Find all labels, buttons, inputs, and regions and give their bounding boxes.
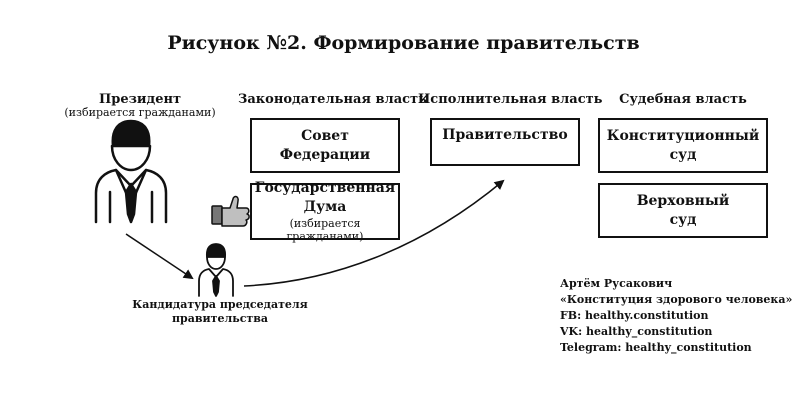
arrow-president-to-candidate (125, 233, 194, 280)
credit-line: VK: healthy_constitution (560, 325, 713, 338)
federation-council-box: Совет Федерации (250, 118, 400, 173)
constitutional-court-line2: суд (669, 146, 697, 163)
president-label: Президент (98, 92, 182, 107)
supreme-court-line1: Верховный (636, 192, 730, 209)
candidate-label-line1: Кандидатура председателя (132, 298, 308, 311)
candidate-person-icon (198, 243, 234, 297)
government-label: Правительство (442, 127, 568, 143)
government-box: Правительство (430, 118, 580, 166)
judicial-heading: Судебная власть (619, 92, 747, 107)
executive-heading: Исполнительная власть (418, 92, 603, 107)
thumbs-up-icon (211, 195, 250, 227)
state-duma-line2: Дума (303, 199, 347, 216)
legislative-heading: Законодательная власть (238, 92, 427, 107)
federation-council-line2: Федерации (279, 146, 371, 163)
supreme-court-line2: суд (669, 211, 697, 228)
arrow-candidate-to-government (243, 179, 505, 287)
president-note: (избирается гражданами) (64, 106, 216, 119)
constitutional-court-box: Конституционный суд (598, 118, 768, 173)
state-duma-note: (избирается гражданами) (286, 217, 364, 244)
credit-line: Telegram: healthy_constitution (560, 341, 752, 354)
state-duma-line1: Государственная (254, 180, 396, 197)
diagram-title: Рисунок №2. Формирование правительств (167, 32, 640, 54)
state-duma-box: Государственная Дума (избирается граждан… (250, 180, 400, 244)
credit-line: «Конституция здорового человека» (560, 293, 793, 306)
credit-line: FB: healthy.constitution (560, 309, 709, 322)
credit-line: Артём Русакович (560, 277, 673, 290)
president-person-icon (94, 119, 168, 224)
supreme-court-box: Верховный суд (598, 183, 768, 238)
author-credits: Артём Русакович «Конституция здорового ч… (560, 276, 792, 356)
candidate-label-line2: правительства (172, 312, 268, 325)
federation-council-line1: Совет (301, 127, 349, 144)
constitutional-court-line1: Конституционный (606, 127, 760, 144)
